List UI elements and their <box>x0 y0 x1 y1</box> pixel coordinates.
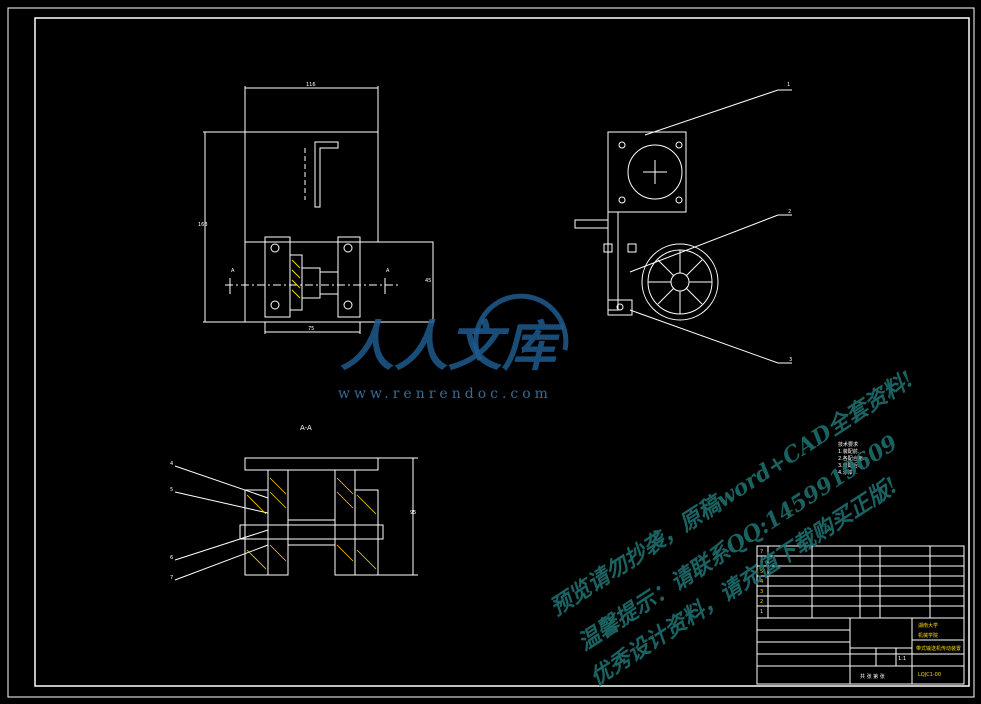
callout-2: 2 <box>788 209 792 215</box>
dim-bottom-label: 75 <box>308 326 315 332</box>
callout-5: 5 <box>170 487 174 493</box>
callout-1: 1 <box>787 82 791 88</box>
parts-row-5: 5 <box>760 569 764 575</box>
parts-row-7: 7 <box>760 549 764 555</box>
callout-4: 4 <box>170 461 174 467</box>
title-block <box>756 545 965 685</box>
title-block-sheet: 共 张 第 张 <box>860 674 885 680</box>
callout-7: 7 <box>170 575 174 581</box>
inner-border <box>34 17 970 687</box>
callout-6: 6 <box>170 555 174 561</box>
parts-row-4: 4 <box>760 579 764 585</box>
tech-note-1: 1.装配前... <box>838 449 863 455</box>
tech-note-3: 3.装配后... <box>838 463 863 469</box>
watermark-logo <box>473 293 569 362</box>
tech-notes: 技术要求 1.装配前... 2.各配合面... 3.装配后... 4.涂漆... <box>838 441 868 476</box>
title-block-scale: 1:1 <box>898 656 907 662</box>
parts-row-1: 1 <box>760 609 764 615</box>
section-mark-left: A <box>231 268 235 274</box>
dim-side-label: 45 <box>425 278 432 284</box>
section-title: A-A <box>300 424 312 432</box>
tech-notes-title: 技术要求 <box>838 442 859 448</box>
section-mark-right: A <box>386 268 390 274</box>
parts-row-3: 3 <box>760 589 764 595</box>
title-block-dept: 机械学院 <box>918 633 939 639</box>
outer-border <box>7 7 975 698</box>
dim-width-label: 116 <box>306 82 316 88</box>
dim-height-label: 163 <box>198 222 208 228</box>
side-view <box>574 89 792 364</box>
flange-hatch <box>291 259 301 299</box>
tech-note-2: 2.各配合面... <box>838 456 868 462</box>
tech-note-4: 4.涂漆... <box>838 470 858 476</box>
watermark-logo-text: 人人文库 <box>340 314 556 378</box>
title-block-school: 湖南大学 <box>918 623 939 629</box>
parts-row-2: 2 <box>760 599 764 605</box>
section-view <box>174 457 418 581</box>
callout-3: 3 <box>789 357 793 363</box>
dim-section-label: 95 <box>410 510 417 516</box>
parts-row-6: 6 <box>760 559 764 565</box>
section-hatch <box>246 477 377 570</box>
title-block-drawing-name: 带式输送机传动装置 <box>916 646 962 652</box>
watermark-url: www.renrendoc.com <box>338 386 552 402</box>
top-view <box>203 86 434 334</box>
title-block-drawing-no: LQJC1-00 <box>918 672 942 678</box>
